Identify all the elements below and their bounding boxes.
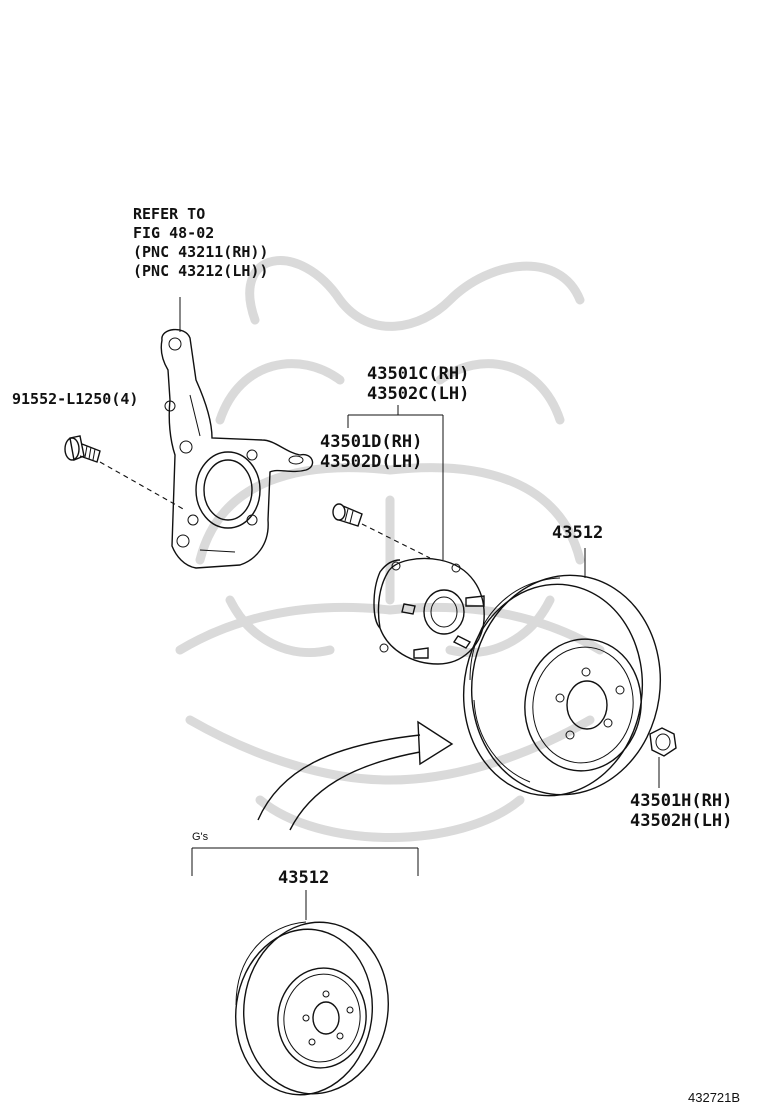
- refer-note-line1: REFER TO: [133, 205, 206, 223]
- rotor-part-number: 43512: [552, 523, 604, 543]
- figure-id: 432721B: [688, 1090, 741, 1105]
- refer-note-line3: (PNC 43211(RH)): [133, 243, 269, 261]
- nut-part-number-lh: 43502H(LH): [630, 811, 733, 831]
- variant-arrow: [257, 720, 454, 831]
- stud-part-number-lh: 43502D(LH): [320, 452, 423, 472]
- hub-nut-drawing: [649, 727, 677, 757]
- hub-part-number-rh: 43501C(RH): [367, 364, 470, 384]
- hub-stud-drawing: [332, 503, 363, 527]
- refer-note-line4: (PNC 43212(LH)): [133, 262, 269, 280]
- hub-part-number-lh: 43502C(LH): [367, 384, 470, 404]
- variant-bracket: [191, 847, 419, 876]
- variant-bracket-label: G's: [192, 831, 209, 843]
- variant-rotor-part-number: 43512: [278, 868, 330, 888]
- variant-rotor-drawing: [234, 921, 389, 1096]
- nut-part-number-rh: 43501H(RH): [630, 791, 733, 811]
- bolt-drawing: [64, 435, 101, 463]
- watermark-logo: [175, 256, 605, 842]
- stud-dashed-line: [361, 523, 431, 559]
- bolt-part-number: 91552-L1250(4): [12, 390, 139, 408]
- bolt-dashed-line: [99, 461, 186, 511]
- steering-knuckle-drawing: [160, 328, 314, 569]
- stud-part-number-rh: 43501D(RH): [320, 432, 423, 452]
- refer-note-line2: FIG 48-02: [133, 224, 215, 242]
- rotor-drawing: [462, 574, 662, 797]
